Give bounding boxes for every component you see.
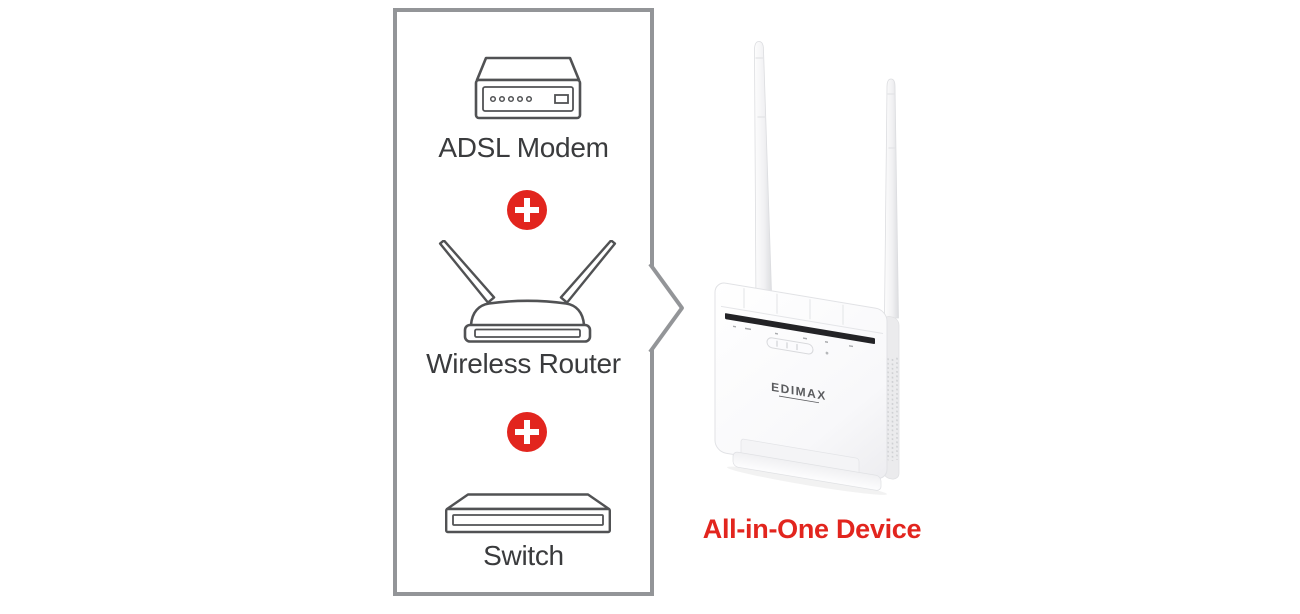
adsl-modem-icon (474, 56, 582, 120)
switch-icon (445, 493, 611, 534)
wireless-router-icon (438, 240, 617, 343)
wps-button (766, 337, 814, 355)
router-body: EDIMAX (714, 282, 900, 495)
plus-icon (507, 412, 547, 452)
adsl-modem-label: ADSL Modem (438, 132, 609, 163)
plus-icon (507, 190, 547, 230)
all-in-one-caption: All-in-One Device (702, 514, 922, 544)
all-in-one-router-photo: EDIMAX (695, 26, 940, 511)
antenna-right (884, 78, 899, 319)
wireless-router-label: Wireless Router (426, 348, 621, 379)
device-combination-box: ADSL Modem Wireless Router Switch (393, 8, 684, 596)
antenna-left (754, 41, 773, 308)
callout-pointer (642, 262, 684, 354)
led-strip (725, 313, 875, 344)
switch-label: Switch (483, 540, 564, 571)
